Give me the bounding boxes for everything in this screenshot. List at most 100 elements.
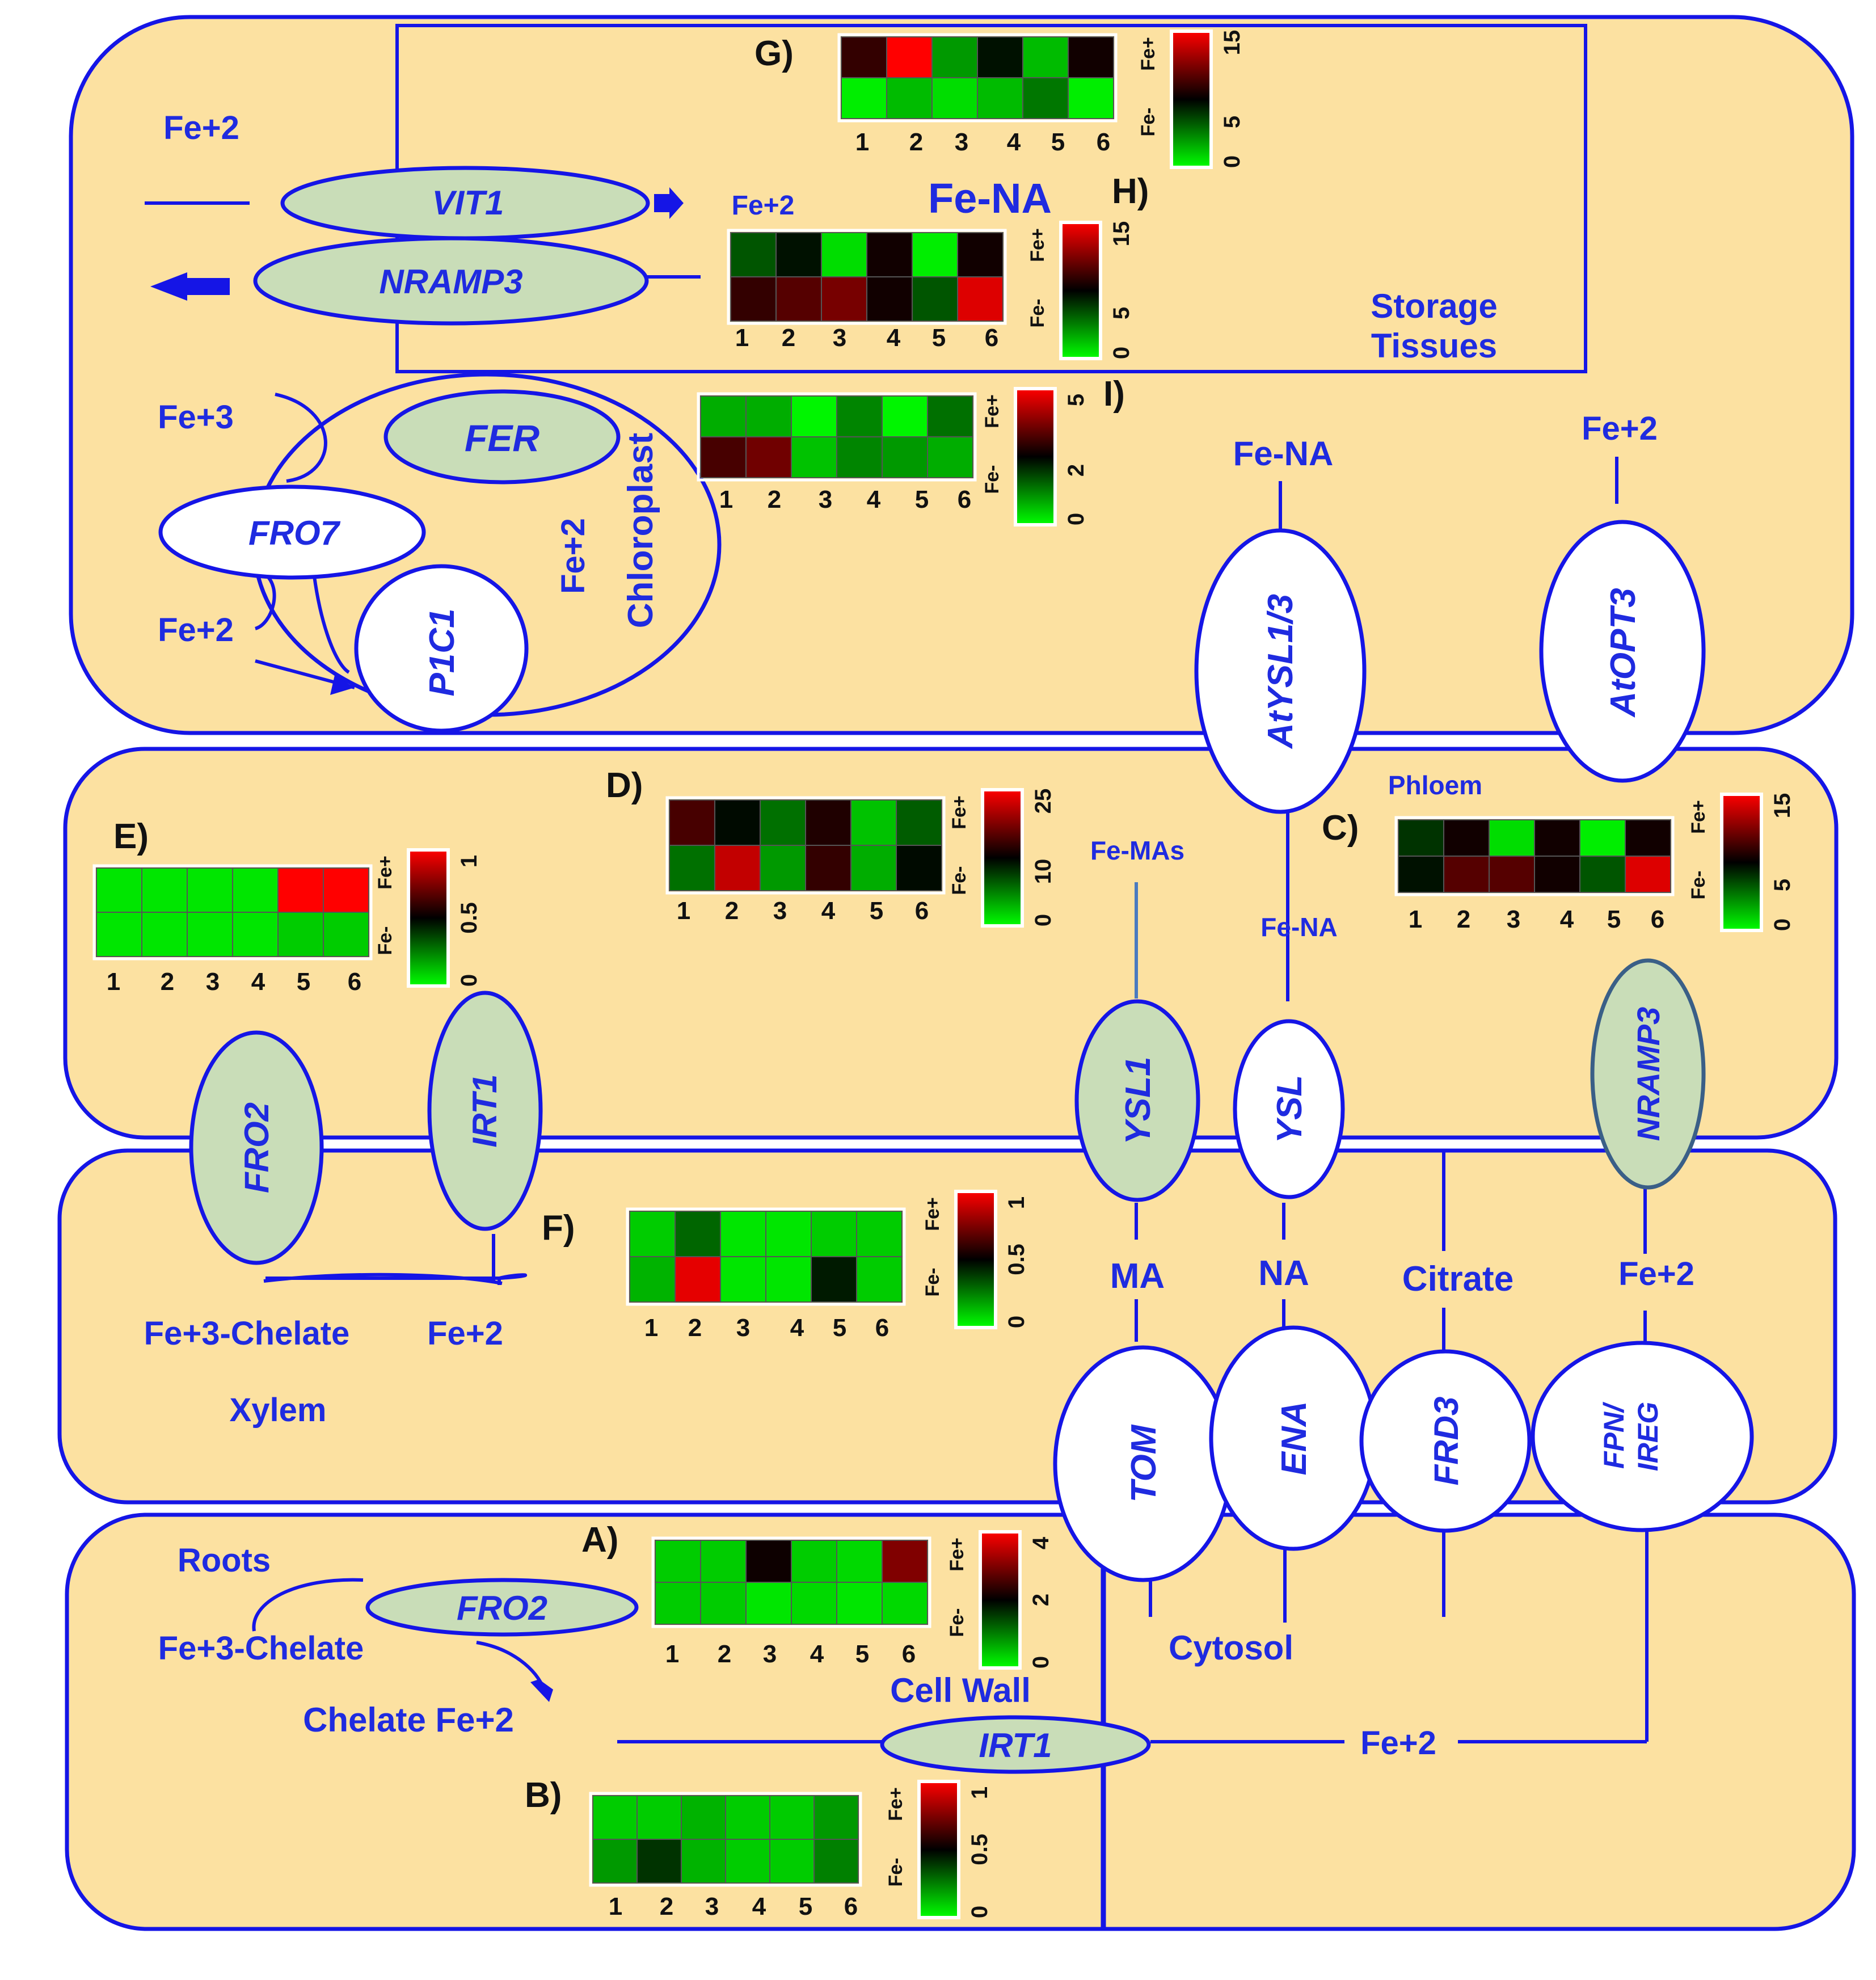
fer-protein[interactable] xyxy=(383,389,621,485)
heatmap-cell xyxy=(791,1582,837,1625)
frd3-label: FRD3 xyxy=(1427,1397,1465,1486)
heatmap-column-label: 2 xyxy=(660,1893,673,1920)
heatmap-frame xyxy=(727,229,1007,325)
heatmap-cell xyxy=(730,232,777,277)
ysl1-transporter[interactable] xyxy=(1074,999,1200,1202)
fe3-fro7-label: Fe+3 xyxy=(158,399,234,436)
irt1-root-transporter[interactable] xyxy=(880,1715,1151,1774)
heatmap-cell xyxy=(886,36,933,78)
heatmap-row-label: Fe- xyxy=(885,1858,907,1887)
heatmap-cell xyxy=(720,1256,766,1303)
heatmap-column-label: 4 xyxy=(790,1314,804,1342)
heatmap-cell xyxy=(681,1839,726,1884)
heatmap-cell xyxy=(636,1795,682,1840)
fro7-transporter[interactable] xyxy=(158,485,426,580)
heatmap-cell xyxy=(745,1582,792,1625)
fe2-xylem-label: Fe+2 xyxy=(427,1315,503,1352)
heatmap-column-label: 3 xyxy=(819,486,832,513)
fro2-root-transporter[interactable] xyxy=(365,1578,639,1637)
heatmap-column-label: 5 xyxy=(915,486,929,513)
frd3-transporter[interactable] xyxy=(1359,1349,1532,1533)
heatmap-cell xyxy=(1534,819,1580,857)
heatmap-frame xyxy=(589,1792,862,1887)
tom-label: TOM xyxy=(1124,1424,1163,1502)
heatmap-cell xyxy=(277,912,324,957)
fe-na-storage-label: Fe-NA xyxy=(928,175,1052,222)
heatmap-cell xyxy=(927,395,973,437)
heatmap-frame xyxy=(651,1536,931,1628)
fe2-fpn-label: Fe+2 xyxy=(1618,1256,1694,1292)
heatmap-cell xyxy=(714,799,761,846)
heatmap-cell xyxy=(187,912,233,957)
heatmap-column-label: 6 xyxy=(844,1893,858,1920)
heatmap-cell xyxy=(769,1839,815,1884)
heatmap-scale-tick: 0 xyxy=(1220,155,1245,168)
heatmap-row-label: Fe- xyxy=(1027,299,1048,328)
heatmap-cell xyxy=(730,276,777,322)
heatmap-cell xyxy=(745,436,792,478)
fro2-label: FRO2 xyxy=(238,1102,276,1193)
heatmap-column-label: 3 xyxy=(833,324,846,352)
ma-label: MA xyxy=(1110,1257,1165,1296)
heatmap-column-label: 5 xyxy=(799,1893,812,1920)
heatmap-column-label: 1 xyxy=(677,897,690,925)
heatmap-cell xyxy=(1398,856,1444,893)
heatmap-cell xyxy=(850,845,897,891)
heatmap-cell xyxy=(669,845,715,891)
heatmap-column-label: 1 xyxy=(1409,905,1422,933)
heatmap-cell xyxy=(1443,856,1490,893)
heatmap-cell xyxy=(629,1211,676,1257)
heatmap-cell xyxy=(856,1211,903,1257)
heatmap-cell xyxy=(931,77,978,119)
heatmap-cell xyxy=(882,1540,928,1583)
heatmap-frame xyxy=(626,1207,906,1306)
heatmap-frame xyxy=(1394,816,1675,896)
heatmap-cell xyxy=(745,1540,792,1583)
arrows xyxy=(150,187,684,1702)
heatmap-scale-tick: 4 xyxy=(1028,1536,1053,1549)
atysl13-transporter[interactable] xyxy=(1194,528,1367,814)
atopt3-transporter[interactable] xyxy=(1539,520,1706,783)
heatmap-cell xyxy=(1022,77,1069,119)
heatmap-cell xyxy=(775,276,822,322)
storage-label-line1: Storage xyxy=(1371,287,1497,325)
heatmap-cell xyxy=(1579,819,1626,857)
irt1-label: IRT1 xyxy=(466,1075,504,1148)
storage-label-line2: Tissues xyxy=(1371,327,1497,365)
heatmap-color-scale xyxy=(407,848,450,988)
heatmap-cell xyxy=(811,1211,857,1257)
heatmap-row-label: Fe- xyxy=(1137,108,1159,137)
heatmap-cell xyxy=(813,1839,859,1884)
p1c1-transporter[interactable] xyxy=(354,564,529,733)
heatmap-scale-tick: 0 xyxy=(1109,347,1134,359)
heatmap-cell xyxy=(791,436,837,478)
heatmap-panel-label: C) xyxy=(1322,808,1359,848)
ysl-transporter[interactable] xyxy=(1233,1019,1345,1199)
fro2-transporter[interactable] xyxy=(189,1030,324,1265)
nramp3-transporter[interactable] xyxy=(253,236,649,326)
heatmap-column-label: 4 xyxy=(251,968,265,996)
roots-label: Roots xyxy=(178,1542,271,1579)
heatmap-cell xyxy=(931,36,978,78)
heatmap-scale-tick: 2 xyxy=(1064,464,1089,477)
fpn-label-line2: IREG xyxy=(1632,1402,1664,1471)
heatmap-column-label: 1 xyxy=(719,486,733,513)
heatmap-column-label: 5 xyxy=(932,324,946,352)
heatmap-scale-tick: 15 xyxy=(1220,30,1245,56)
heatmap-row-label: Fe- xyxy=(1688,871,1709,900)
xylem-label: Xylem xyxy=(230,1392,327,1429)
heatmap-cell xyxy=(1534,856,1580,893)
fe3-chelate-xylem-label: Fe+3-Chelate xyxy=(144,1315,350,1352)
heatmap-scale-tick: 0 xyxy=(1028,1656,1053,1669)
heatmap-cell xyxy=(187,867,233,913)
heatmap-panel-label: H) xyxy=(1112,172,1149,211)
heatmap-cell xyxy=(1625,819,1671,857)
heatmap-row-label: Fe+ xyxy=(946,1537,968,1572)
heatmap-cell xyxy=(821,276,867,322)
fpn-ireg-transporter[interactable] xyxy=(1531,1341,1754,1532)
nramp3-phloem-transporter[interactable] xyxy=(1590,958,1706,1190)
irt1-transporter[interactable] xyxy=(427,991,543,1231)
fe2-vit-label: Fe+2 xyxy=(732,191,795,221)
